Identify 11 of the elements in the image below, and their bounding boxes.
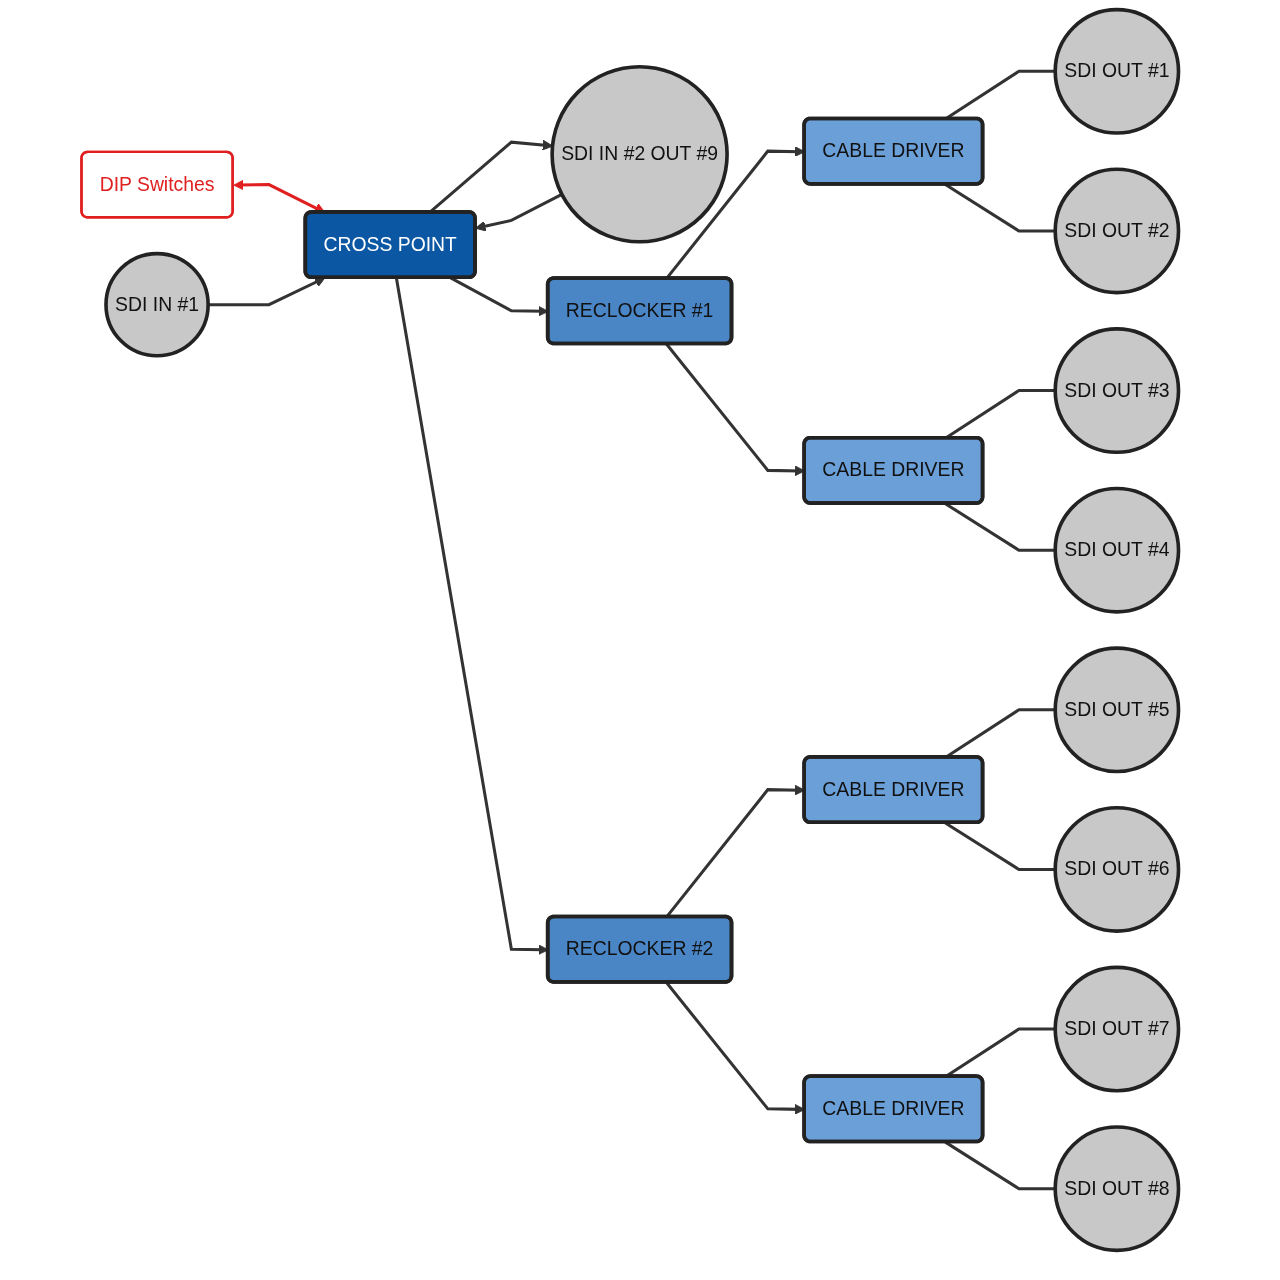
node-circle: SDI OUT #5 (1053, 646, 1181, 774)
node-circle: SDI IN #1 (104, 251, 210, 358)
node-circle: SDI OUT #1 (1053, 7, 1181, 135)
node-circle: SDI OUT #2 (1053, 167, 1181, 295)
node-circle: SDI OUT #8 (1053, 1125, 1181, 1253)
node-circle: SDI OUT #6 (1053, 805, 1181, 933)
node-circle: SDI OUT #4 (1053, 486, 1181, 614)
node-circle: SDI OUT #3 (1053, 327, 1181, 455)
node-circle: SDI IN #2 OUT #9 (550, 64, 729, 244)
arrow (208, 277, 326, 307)
node-circle: SDI OUT #7 (1053, 965, 1181, 1093)
